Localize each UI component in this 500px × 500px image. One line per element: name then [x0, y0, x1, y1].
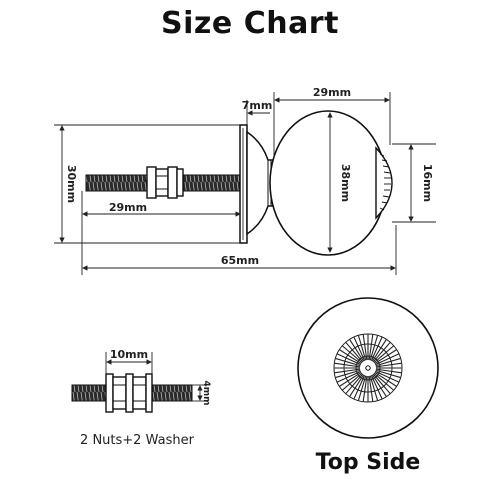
knob-top-ornament: [375, 146, 393, 220]
top-view-caption: Top Side: [316, 450, 421, 475]
neck-length-label: 7mm: [242, 99, 273, 112]
knob-height-label: 38mm: [339, 164, 352, 202]
top-diameter-label: 16mm: [421, 164, 434, 202]
hardware-caption: 2 Nuts+2 Washer: [80, 433, 195, 448]
dimension-lines: [54, 92, 436, 275]
hardware-nuts: [105, 373, 153, 413]
bolt-diameter-label: 4mm: [201, 380, 211, 405]
total-length-label: 65mm: [221, 254, 259, 267]
top-rosette: [333, 333, 403, 403]
nut-width-label: 10mm: [110, 348, 148, 361]
top-view: Top Side: [297, 297, 439, 475]
hardware-detail: 10mm 4mm 2 Nuts+2 Washer: [71, 348, 211, 448]
page-title: Size Chart: [161, 6, 339, 41]
knob-body: [269, 110, 387, 256]
side-view: 29mm 7mm 30mm 38mm 16mm 29mm 65mm: [54, 86, 436, 275]
base-height-label: 30mm: [65, 165, 78, 203]
knob-base-plate: [239, 124, 248, 244]
nut-washer-stack: [146, 166, 184, 199]
knob-width-label: 29mm: [313, 86, 351, 99]
screw-length-label: 29mm: [109, 201, 147, 214]
